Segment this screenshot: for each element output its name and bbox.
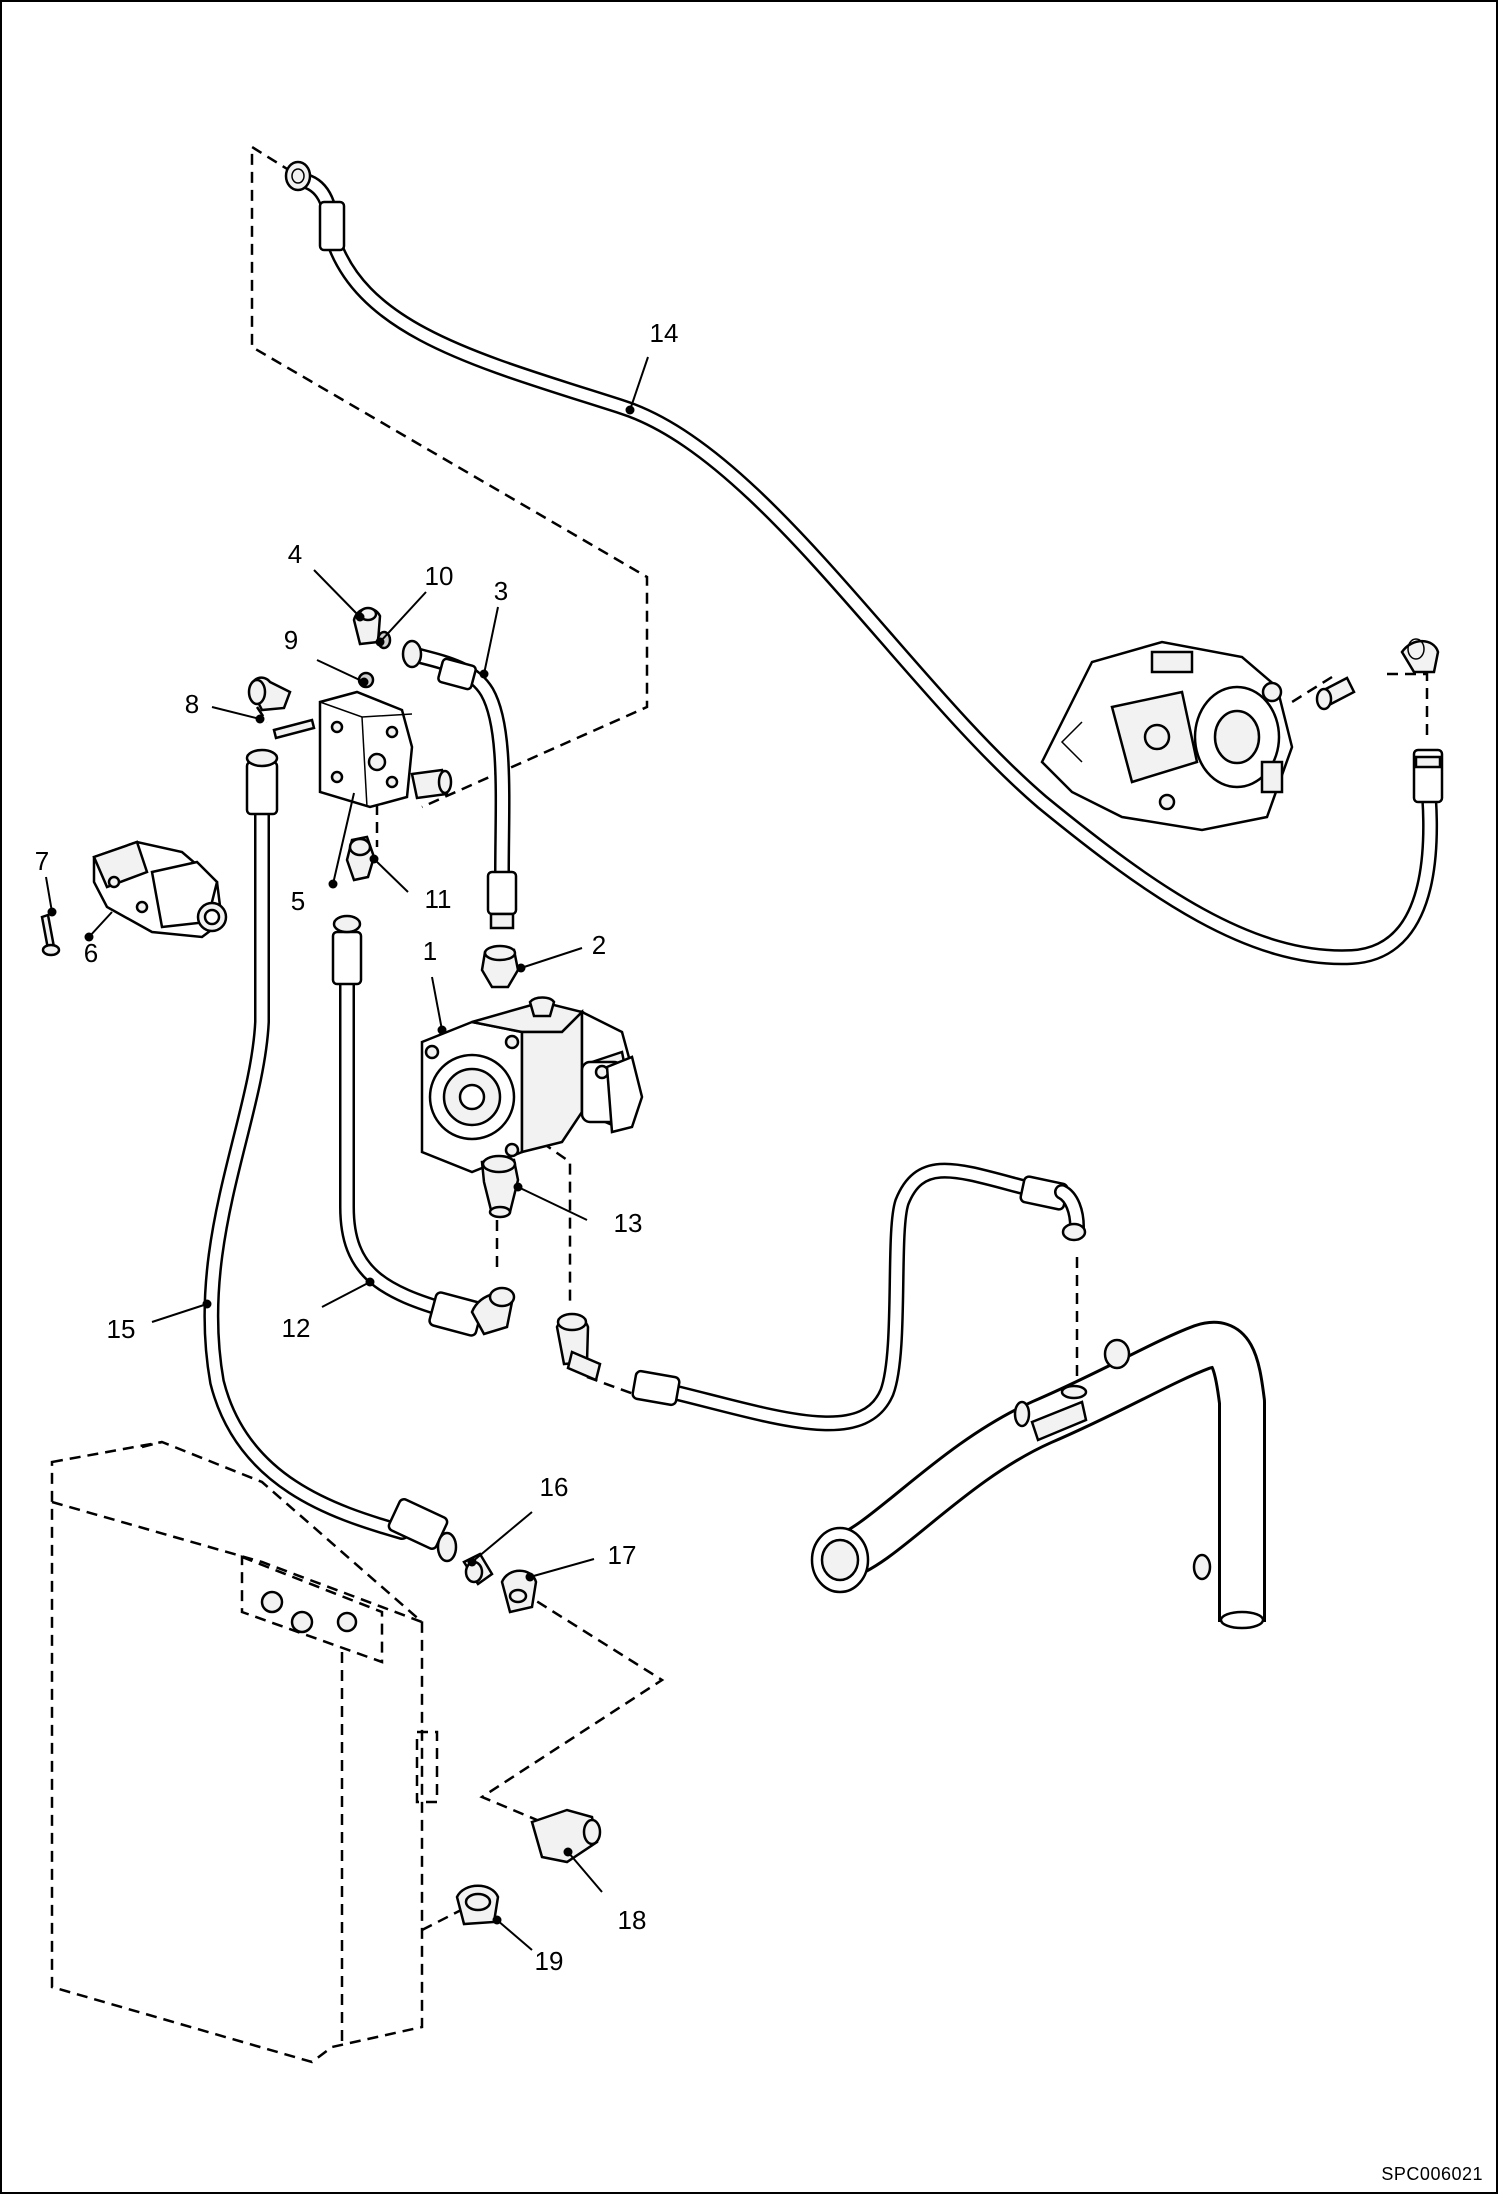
pump-1 (420, 944, 644, 1219)
callout-11: 11 (425, 884, 452, 914)
right-hose-and-tube (555, 1162, 1266, 1630)
callout-9: 9 (284, 625, 298, 655)
callout-13: 13 (614, 1208, 643, 1238)
callout-labels: 1 2 3 4 5 6 7 8 9 10 11 12 13 14 15 16 1… (35, 318, 679, 1976)
callout-2: 2 (592, 930, 606, 960)
solenoid-valve-6 (40, 840, 228, 957)
leader-lines (45, 356, 649, 1951)
callout-6: 6 (84, 938, 98, 968)
callout-19: 19 (535, 1946, 564, 1976)
assembly-dashed-lines (250, 144, 1429, 1932)
callout-1: 1 (423, 936, 437, 966)
callout-5: 5 (291, 886, 305, 916)
pump-assembly (1040, 638, 1440, 832)
callout-16: 16 (540, 1472, 569, 1502)
callout-3: 3 (494, 576, 508, 606)
callout-10: 10 (425, 561, 454, 591)
callout-15: 15 (107, 1314, 136, 1344)
callout-7: 7 (35, 846, 49, 876)
drawing-reference-code: SPC006021 (1381, 2164, 1483, 2184)
callout-4: 4 (288, 539, 302, 569)
valve-block-5 (247, 606, 453, 882)
hose-12 (331, 914, 516, 1337)
oil-cooler-outline (50, 1440, 602, 2064)
callout-12: 12 (282, 1313, 311, 1343)
hose-15 (203, 748, 458, 1563)
callout-17: 17 (608, 1540, 637, 1570)
callout-14: 14 (650, 318, 679, 348)
hose-14 (284, 160, 1444, 966)
callout-18: 18 (618, 1905, 647, 1935)
hose-3 (401, 639, 518, 930)
callout-8: 8 (185, 689, 199, 719)
